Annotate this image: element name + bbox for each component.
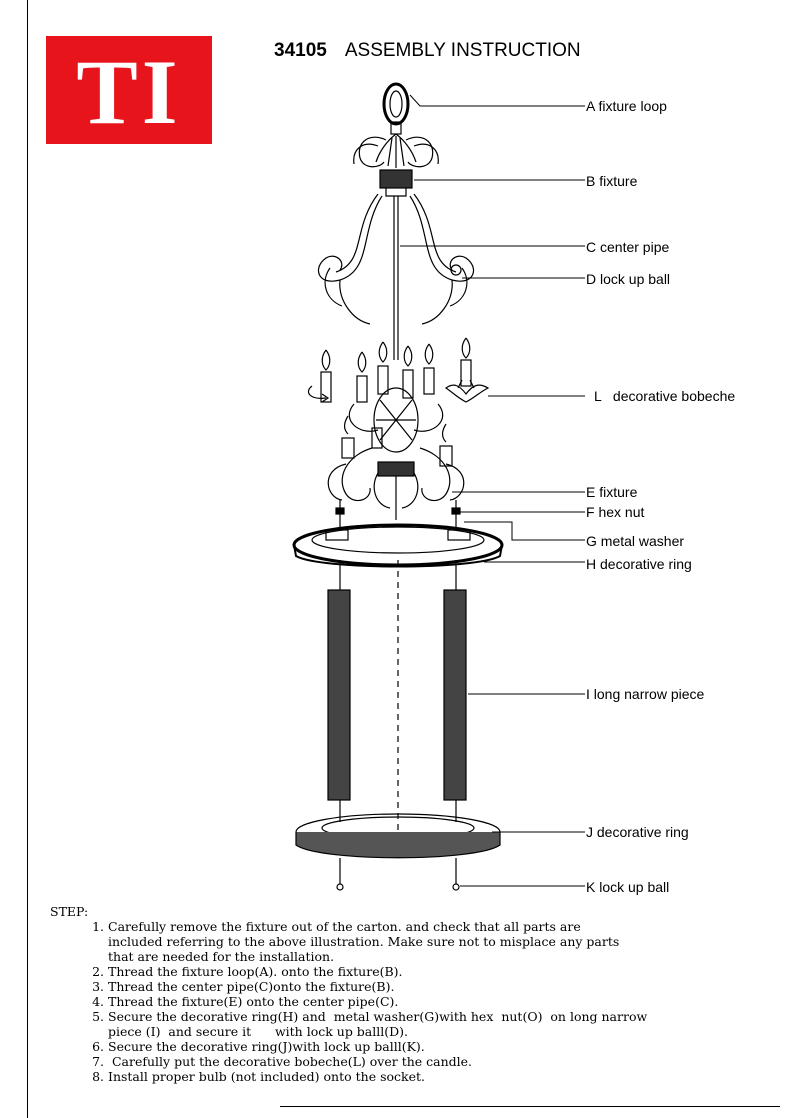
- lock-up-ball-drawing: [450, 264, 462, 276]
- hex-nut-drawing: [335, 500, 461, 530]
- chandelier-exploded-diagram: [292, 82, 585, 891]
- label-decorative-ring-h: H decorative ring: [586, 556, 692, 572]
- model-number: 34105: [274, 40, 327, 61]
- label-lock-up-ball-d: D lock up ball: [586, 271, 671, 287]
- step-2: 2.Thread the fixture loop(A). onto the f…: [92, 964, 403, 979]
- label-decorative-ring-j: J decorative ring: [586, 824, 689, 840]
- steps-heading: STEP:: [50, 904, 89, 919]
- assembly-steps: STEP: 1.Carefully remove the fixture out…: [50, 904, 647, 1084]
- fixture-crown-drawing: [353, 133, 439, 197]
- step-3: 3.Thread the center pipe(C)onto the fixt…: [92, 979, 395, 994]
- long-narrow-pieces-drawing: [327, 560, 467, 822]
- step-4: 4.Thread the fixture(E) onto the center …: [92, 994, 399, 1009]
- label-hex-nut: F hex nut: [586, 504, 645, 520]
- upper-arms-drawing: [317, 193, 475, 325]
- lower-fixture-drawing: [327, 387, 465, 520]
- brand-logo: TI: [46, 36, 212, 144]
- bobeche-drawing: [307, 379, 490, 403]
- step-8: 8.Install proper bulb (not included) ont…: [92, 1069, 425, 1084]
- step-1: 1.Carefully remove the fixture out of th…: [92, 919, 620, 964]
- candles-drawing: [320, 337, 472, 467]
- leader-lines: [400, 94, 585, 887]
- center-pipe-drawing: [393, 196, 399, 360]
- fixture-loop-drawing: [382, 82, 410, 135]
- label-decorative-bobeche: L decorative bobeche: [594, 388, 736, 404]
- step-6: 6.Secure the decorative ring(J)with lock…: [92, 1039, 425, 1054]
- label-lock-up-ball-k: K lock up ball: [586, 879, 670, 895]
- step-5: 5.Secure the decorative ring(H) and meta…: [92, 1009, 648, 1039]
- page-title: 34105 ASSEMBLY INSTRUCTION: [274, 40, 581, 62]
- page-left-border: [27, 0, 28, 1118]
- label-fixture-b: B fixture: [586, 173, 638, 189]
- label-metal-washer: G metal washer: [586, 533, 685, 549]
- label-fixture-loop: A fixture loop: [586, 98, 667, 114]
- label-fixture-e: E fixture: [586, 484, 638, 500]
- title-text: ASSEMBLY INSTRUCTION: [344, 40, 581, 61]
- logo-text: TI: [76, 41, 182, 143]
- label-long-narrow-piece: I long narrow piece: [586, 686, 705, 702]
- bottom-rule: [280, 1106, 780, 1107]
- step-7: 7. Carefully put the decorative bobeche(…: [92, 1054, 473, 1069]
- label-center-pipe: C center pipe: [586, 239, 670, 255]
